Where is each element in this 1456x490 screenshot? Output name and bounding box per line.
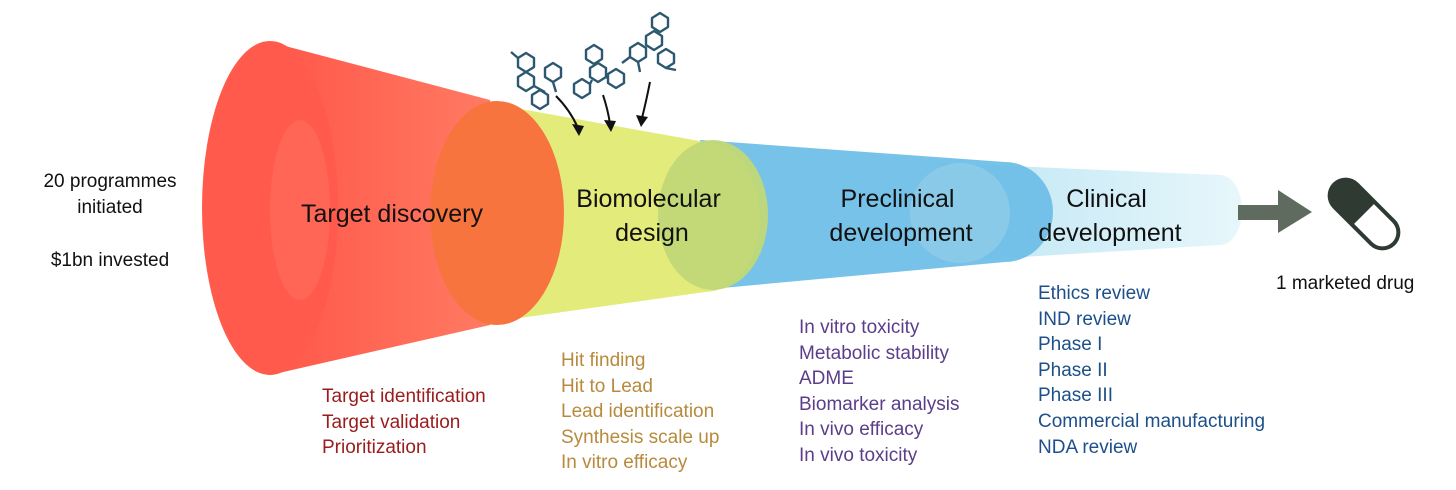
list-item: In vitro toxicity <box>799 317 920 338</box>
list-item: In vivo toxicity <box>799 444 918 466</box>
outcome-label: 1 marketed drug <box>1276 273 1415 294</box>
list-item: Commercial manufacturing <box>1038 410 1266 432</box>
stage-title-preclinical-development: Preclinical development <box>829 185 972 247</box>
overlap-target-biomolecular <box>430 101 564 325</box>
arrowhead-icon <box>572 115 648 136</box>
programmes-line-2: initiated <box>77 197 143 218</box>
activities-biomolecular-design: Hit finding Hit to Lead Lead identificat… <box>561 348 719 476</box>
stage-title-target-discovery: Target discovery <box>301 200 484 228</box>
arrow-right-icon <box>1238 190 1312 233</box>
list-item: Biomarker analysis <box>799 393 960 415</box>
investment-text: $1bn invested <box>50 250 170 271</box>
list-item: Metabolic stability <box>799 342 949 364</box>
list-item: Ethics review <box>1038 283 1150 304</box>
programmes-line-1: 20 programmes <box>43 171 177 192</box>
cone-mouth-highlight <box>270 120 330 300</box>
list-item: Phase III <box>1038 385 1113 407</box>
molecule-icon <box>621 11 677 73</box>
list-item: Target validation <box>322 411 461 433</box>
list-item: Prioritization <box>322 437 427 459</box>
list-item: Phase I <box>1038 334 1103 356</box>
programmes-summary: 20 programmes initiated <box>16 169 204 221</box>
list-item: IND review <box>1038 308 1131 330</box>
list-item: ADME <box>799 368 854 390</box>
list-item: Hit finding <box>561 350 646 371</box>
stage-title-biomolecular-design: Biomolecular design <box>576 185 727 247</box>
list-item: Target identification <box>322 386 486 407</box>
list-item: In vivo efficacy <box>799 419 924 441</box>
overlap-preclinical-clinical <box>910 163 1010 263</box>
investment-summary: $1bn invested <box>16 248 204 274</box>
activities-target-discovery: Target identification Target validation … <box>322 384 486 461</box>
overlap-biomolecular-preclinical <box>658 140 768 290</box>
list-item: Hit to Lead <box>561 375 653 397</box>
activities-preclinical-development: In vitro toxicity Metabolic stability AD… <box>799 315 960 469</box>
molecule-icon <box>572 43 626 100</box>
capsule-icon <box>1327 177 1401 251</box>
list-item: In vitro efficacy <box>561 452 688 474</box>
list-item: Synthesis scale up <box>561 426 720 448</box>
molecule-icon <box>510 51 563 111</box>
activities-clinical-development: Ethics review IND review Phase I Phase I… <box>1038 281 1265 460</box>
list-item: Phase II <box>1038 359 1108 381</box>
list-item: Lead identification <box>561 401 715 423</box>
list-item: NDA review <box>1038 436 1138 458</box>
stage-title-clinical-development: Clinical development <box>1038 185 1181 247</box>
